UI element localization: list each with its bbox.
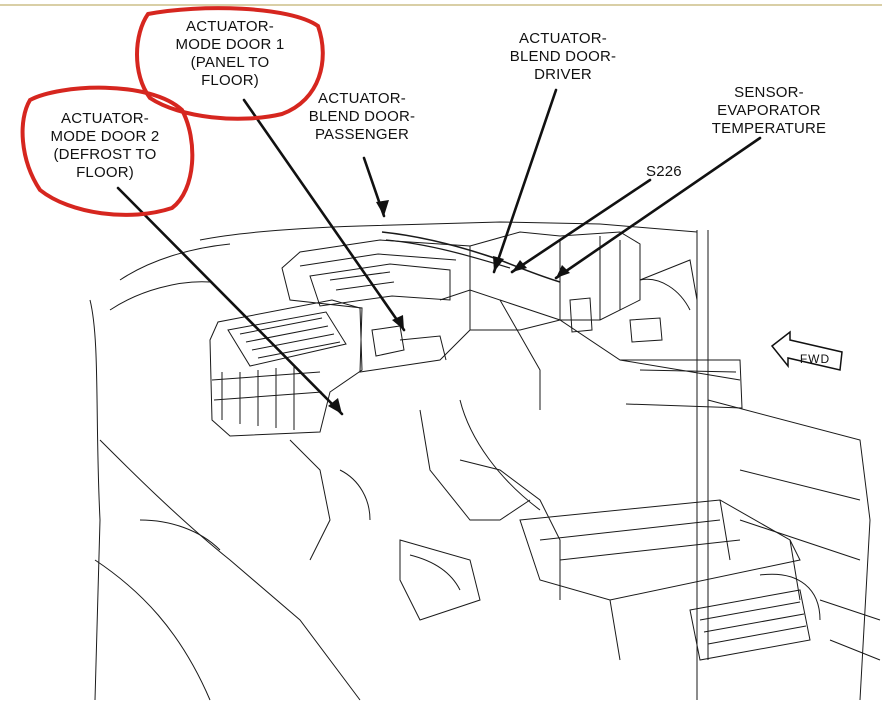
- right-frame-rail: [696, 230, 709, 700]
- label-actuator-mode-door-1: ACTUATOR- MODE DOOR 1 (PANEL TO FLOOR): [175, 18, 285, 89]
- leader-s226: [510, 178, 652, 274]
- leader-mode-door-1: [242, 98, 406, 332]
- leader-sensor: [554, 136, 762, 280]
- fwd-arrow: [770, 330, 843, 371]
- leader-arrowheads: [328, 200, 570, 414]
- hvac-housing-left: [209, 299, 363, 437]
- seat-frame: [519, 499, 801, 601]
- label-actuator-mode-door-2: ACTUATOR- MODE DOOR 2 (DEFROST TO FLOOR): [50, 110, 160, 181]
- left-door-sill: [89, 299, 101, 701]
- vehicle-linework: [89, 221, 881, 701]
- highlight-mode-door-1: [135, 6, 325, 121]
- label-fwd: FWD: [799, 352, 831, 366]
- console-duct: [620, 359, 743, 409]
- label-connector-s226: S226: [646, 163, 682, 180]
- leader-mode-door-2: [116, 186, 344, 416]
- highlight-circles: [20, 6, 325, 217]
- hvac-housing-center: [281, 239, 471, 373]
- wire-harness: [381, 231, 561, 283]
- left-floor-curve: [99, 439, 361, 701]
- label-sensor-evaporator-temperature: SENSOR- EVAPORATOR TEMPERATURE: [711, 84, 827, 137]
- dash-top-edge: [199, 221, 698, 241]
- label-actuator-blend-door-passenger: ACTUATOR- BLEND DOOR- PASSENGER: [308, 90, 416, 143]
- floor-pan-bump: [399, 539, 481, 621]
- hvac-housing-right: [469, 231, 641, 331]
- leader-lines: [116, 88, 762, 416]
- label-actuator-blend-door-driver: ACTUATOR- BLEND DOOR- DRIVER: [509, 30, 617, 83]
- highlight-mode-door-2: [20, 85, 195, 217]
- leader-blend-driver: [492, 88, 558, 274]
- blower-module: [689, 589, 811, 661]
